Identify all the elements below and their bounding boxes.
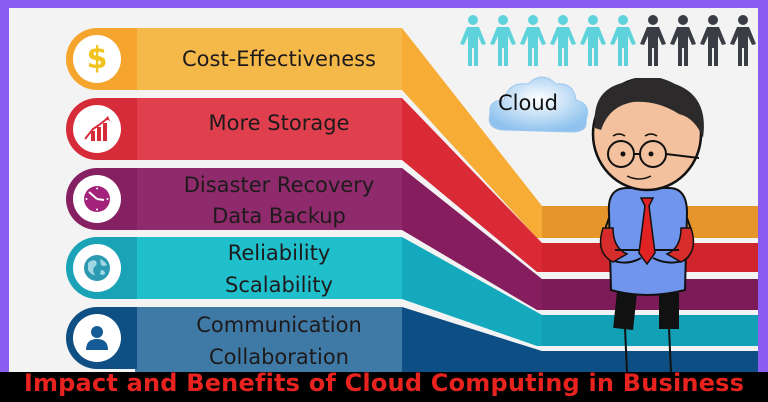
banner-title: Impact and Benefits of Cloud Computing i… — [23, 369, 745, 397]
benefit-label-scalability: Scalability — [225, 273, 333, 297]
benefit-label-storage: More Storage — [208, 111, 350, 135]
globe-icon — [84, 255, 110, 281]
person-icon — [730, 15, 756, 66]
user-icon — [86, 326, 108, 350]
person-icon — [610, 15, 636, 66]
dollar-icon: $ — [86, 41, 108, 76]
person-icon — [460, 15, 486, 66]
person-icon — [700, 15, 726, 66]
benefit-label-reliability: Reliability — [227, 241, 331, 265]
growth-chart-icon — [84, 116, 110, 141]
clock-icon — [84, 186, 110, 212]
people-row — [459, 14, 757, 68]
benefit-label-backup: Data Backup — [212, 204, 346, 228]
cloud-icon — [488, 76, 589, 133]
person-icon — [580, 15, 606, 66]
person-icon — [490, 15, 516, 66]
person-icon — [670, 15, 696, 66]
person-icon — [640, 15, 666, 66]
person-icon — [550, 15, 576, 66]
benefit-label-recovery: Disaster Recovery — [183, 173, 375, 197]
cartoon-businessman — [591, 78, 704, 372]
benefit-label-collaboration: Collaboration — [209, 345, 349, 369]
person-icon — [520, 15, 546, 66]
title-band — [0, 372, 768, 402]
benefit-label-communication: Communication — [196, 313, 362, 337]
cloud-label: Cloud — [498, 91, 558, 115]
infographic-canvas: $ Cost-Effectiveness More Storage Disast… — [9, 8, 758, 372]
benefit-label-cost: Cost-Effectiveness — [182, 47, 376, 71]
